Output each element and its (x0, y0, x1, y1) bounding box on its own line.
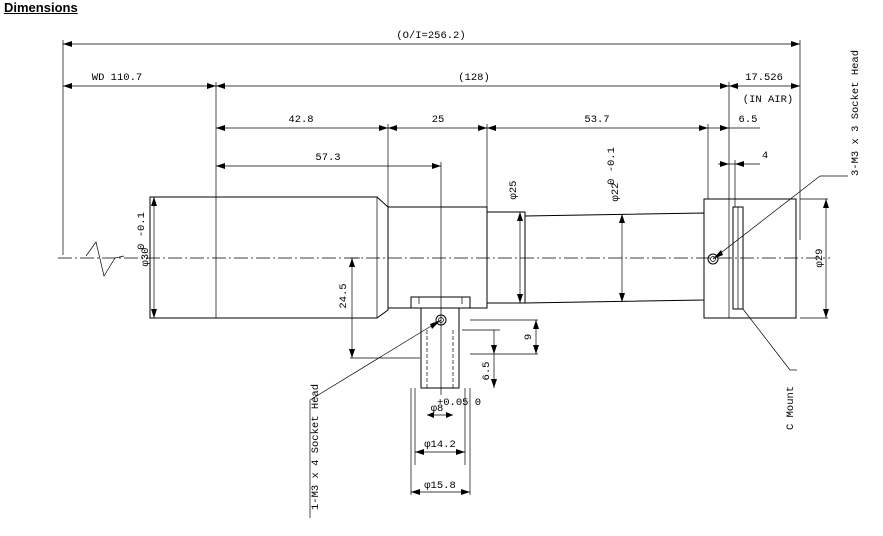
dim-4: 4 (762, 150, 768, 162)
callout-screw-top-group: 3-M3 x 3 Socket Head (850, 50, 862, 176)
dim-dia-22: φ22 (610, 183, 622, 202)
dim-dia-30-tol: 0 -0.1 (136, 212, 148, 250)
vertical-dimension-lines (151, 197, 829, 388)
dim-h-245: 24.5 (338, 283, 350, 308)
dim-dia-30-group: φ30 0 -0.1 (136, 212, 152, 266)
dim-seg3: 53.7 (584, 114, 609, 126)
leader-lines (309, 175, 821, 401)
dim-dia-25-group: φ25 (508, 181, 520, 200)
dim-back-focus: 17.526 (745, 72, 783, 84)
dim-dia-25: φ25 (508, 181, 520, 200)
break-mark (85, 241, 125, 277)
dim-dia-29: φ29 (814, 249, 826, 268)
dim-dia-29-group: φ29 (814, 249, 826, 268)
dim-back-focus-note: (IN AIR) (743, 94, 793, 106)
dim-dia-8: φ8 (431, 403, 444, 415)
screw-head (707, 253, 719, 265)
dim-57: 57.3 (315, 152, 340, 164)
callout-screw-bottom: 1-M3 x 4 Socket Head (310, 384, 322, 510)
dim-dia-8-tol: +0.05 0 (437, 397, 481, 409)
dim-seg2: 25 (432, 114, 445, 126)
extension-lines (62, 40, 828, 495)
dim-body-length: (128) (458, 72, 490, 84)
callout-mount-group: C Mount (785, 386, 797, 430)
dim-dia-22-tol: 0 -0.1 (606, 147, 618, 185)
dim-dia-158: φ15.8 (424, 480, 456, 492)
dim-dia-142: φ14.2 (424, 439, 456, 451)
callout-screw-top: 3-M3 x 3 Socket Head (850, 50, 862, 176)
dim-dia-22-group: φ22 0 -0.1 (606, 147, 622, 201)
dim-wd: WD 110.7 (92, 72, 142, 84)
dim-h-9: 9 (523, 334, 535, 340)
lens-body (149, 196, 797, 319)
dim-dia-30: φ30 (140, 248, 152, 267)
page-title: Dimensions (4, 0, 78, 15)
callout-screw-bottom-group: 1-M3 x 4 Socket Head (310, 384, 322, 510)
callout-mount: C Mount (785, 386, 797, 430)
dimension-lines (63, 41, 800, 495)
dim-seg4: 6.5 (739, 114, 758, 126)
dim-h-65: 6.5 (481, 362, 493, 381)
dim-overall: (O/I=256.2) (396, 30, 465, 42)
dim-h-245-group: 24.5 (338, 283, 350, 308)
dim-h-9-group: 9 (523, 334, 535, 340)
mount-bracket (410, 296, 471, 395)
dim-h-65-group: 6.5 (481, 362, 493, 381)
dim-seg1: 42.8 (288, 114, 313, 126)
